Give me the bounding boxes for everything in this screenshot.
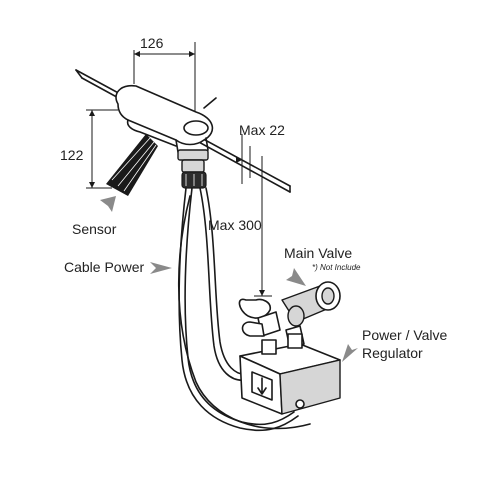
faucet-spout bbox=[115, 84, 217, 157]
regulator-arrow bbox=[342, 344, 358, 362]
callout-arrows bbox=[100, 196, 358, 362]
sensor-label: Sensor bbox=[72, 221, 117, 237]
dimension-width: 126 bbox=[133, 35, 196, 118]
regulator-label-line2: Regulator bbox=[362, 345, 423, 361]
dimension-height-label: 122 bbox=[60, 147, 84, 163]
sensor-beam bbox=[106, 134, 158, 196]
dimension-max-thickness: Max 22 bbox=[236, 122, 285, 184]
dimension-max-thickness-label: Max 22 bbox=[239, 122, 285, 138]
regulator-box bbox=[239, 333, 341, 415]
sensor-arrow bbox=[100, 196, 116, 212]
mounting-shank bbox=[177, 149, 209, 189]
dimension-max-length-label: Max 300 bbox=[208, 217, 262, 233]
cable-power-arrow bbox=[150, 262, 172, 274]
hoses bbox=[177, 187, 311, 432]
regulator-label-line1: Power / Valve bbox=[362, 327, 448, 343]
main-valve-note: *) Not Include bbox=[312, 263, 361, 272]
main-valve-label: Main Valve bbox=[284, 245, 352, 261]
cable-power-label: Cable Power bbox=[64, 259, 144, 275]
dimension-max-length: Max 300 bbox=[208, 156, 272, 297]
main-valve bbox=[238, 281, 341, 349]
main-valve-arrow bbox=[286, 268, 306, 286]
dimension-height: 122 bbox=[60, 109, 118, 189]
dimension-width-label: 126 bbox=[140, 35, 164, 51]
